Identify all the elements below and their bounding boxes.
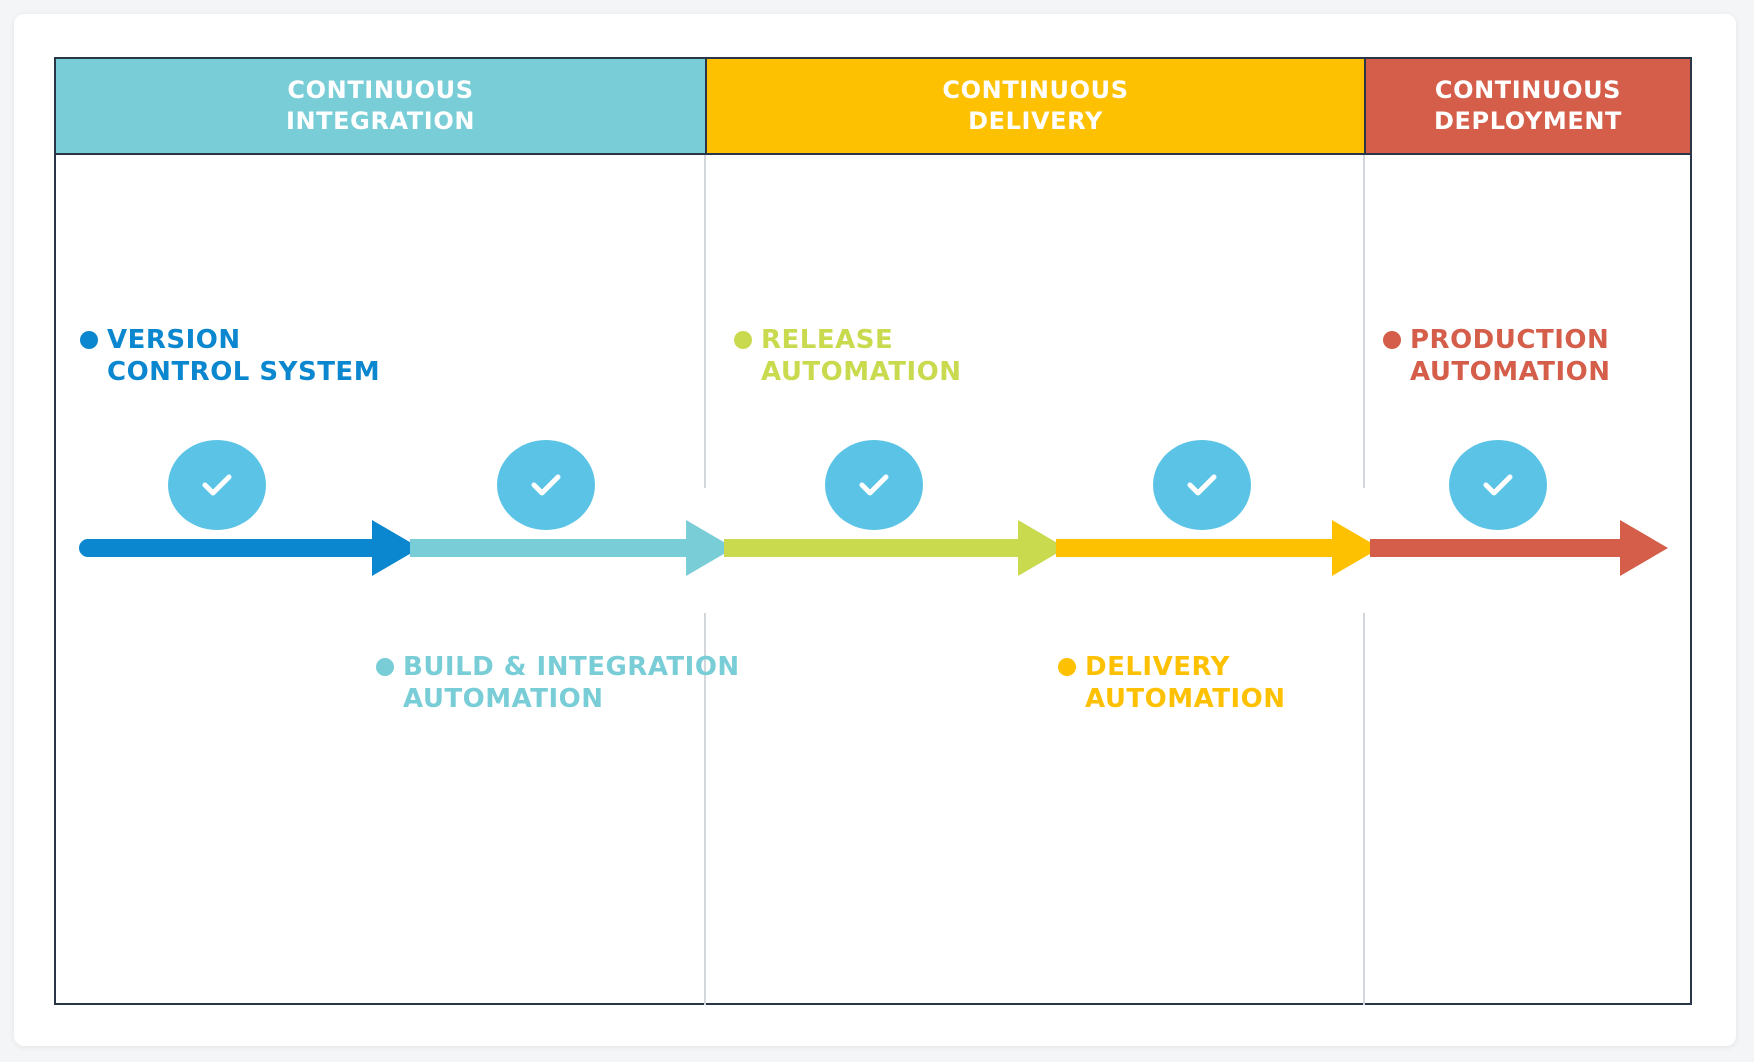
stage-label-line2: AUTOMATION	[761, 357, 962, 387]
check-badge-build-integration	[497, 440, 595, 530]
check-icon	[859, 474, 889, 496]
check-icon	[202, 474, 232, 496]
stage-label-line1: DELIVERY	[1085, 652, 1230, 682]
stage-label-line2: AUTOMATION	[1410, 357, 1611, 387]
check-badge-delivery	[1153, 440, 1251, 530]
phase-divider-lower	[1363, 613, 1365, 1005]
phase-title-line2: DELIVERY	[968, 107, 1103, 135]
stage-label-line2: AUTOMATION	[403, 684, 604, 714]
phase-title-line1: CONTINUOUS	[1434, 76, 1622, 104]
stage-label-delivery: DELIVERY AUTOMATION	[1058, 651, 1286, 715]
phase-divider-upper	[704, 155, 706, 488]
check-badge-release	[825, 440, 923, 530]
stage-dot	[80, 331, 98, 349]
pipeline-arrow-segment	[724, 520, 1066, 576]
check-icon	[1187, 474, 1217, 496]
check-badge-version-control	[168, 440, 266, 530]
check-icon	[531, 474, 561, 496]
stage-label-line2: AUTOMATION	[1085, 684, 1286, 714]
check-icon	[1483, 474, 1513, 496]
stage-label-line2: CONTROL SYSTEM	[107, 357, 381, 387]
pipeline-arrow-start-cap	[79, 539, 97, 557]
stage-label-line1: BUILD & INTEGRATION	[403, 652, 740, 682]
phase-divider-lower	[704, 613, 706, 1005]
stage-label-production: PRODUCTION AUTOMATION	[1383, 324, 1611, 388]
phase-header-continuous-delivery: CONTINUOUS DELIVERY	[705, 57, 1364, 155]
pipeline-arrow-segment	[1370, 520, 1668, 576]
phase-title-line1: CONTINUOUS	[942, 76, 1129, 104]
pipeline-arrow-segment	[88, 520, 420, 576]
stage-label-line1: RELEASE	[761, 325, 894, 355]
stage-dot	[734, 331, 752, 349]
stage-label-line1: PRODUCTION	[1410, 325, 1610, 355]
diagram-frame	[54, 57, 1692, 1005]
stage-dot	[1383, 331, 1401, 349]
pipeline-arrow-segment	[1056, 520, 1380, 576]
stage-label-build-integration: BUILD & INTEGRATION AUTOMATION	[376, 651, 740, 715]
stage-label-release: RELEASE AUTOMATION	[734, 324, 962, 388]
phase-divider-upper	[1363, 155, 1365, 488]
stage-label-version-control: VERSION CONTROL SYSTEM	[80, 324, 381, 388]
phase-title-line1: CONTINUOUS	[287, 76, 474, 104]
stage-label-line1: VERSION	[107, 325, 241, 355]
stage-dot	[376, 658, 394, 676]
phase-header-continuous-integration: CONTINUOUS INTEGRATION	[54, 57, 705, 155]
phase-title-line2: INTEGRATION	[285, 107, 476, 135]
phase-title-line2: DEPLOYMENT	[1433, 107, 1622, 135]
stage-dot	[1058, 658, 1076, 676]
check-badge-production	[1449, 440, 1547, 530]
phase-header-continuous-deployment: CONTINUOUS DEPLOYMENT	[1364, 57, 1692, 155]
pipeline-arrow-segment	[410, 520, 734, 576]
